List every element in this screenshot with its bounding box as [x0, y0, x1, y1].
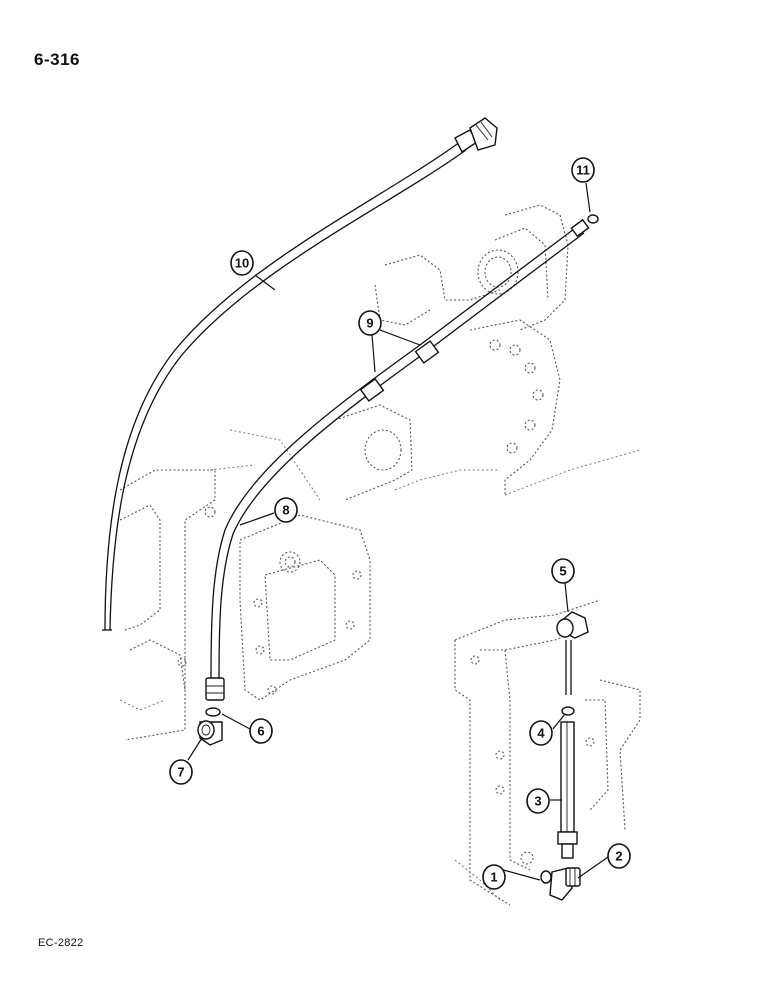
o-ring-part-1	[540, 870, 552, 884]
callout-2: 2	[607, 843, 631, 869]
elbow-fitting-part-7	[197, 720, 223, 746]
callout-10-label: 10	[235, 256, 249, 271]
callout-9-label: 9	[366, 316, 373, 331]
callout-5: 5	[551, 558, 575, 584]
callout-11: 11	[571, 157, 595, 183]
callout-1: 1	[482, 864, 506, 890]
rigid-tube-part-8	[205, 218, 590, 701]
callout-7: 7	[169, 759, 193, 785]
o-ring-part-4	[561, 706, 575, 716]
callout-4-label: 4	[537, 726, 545, 741]
callout-6: 6	[249, 718, 273, 744]
leader-lines	[187, 182, 609, 881]
elbow-fitting-part-5	[556, 611, 589, 695]
callout-2-label: 2	[615, 849, 622, 864]
callout-1-label: 1	[490, 870, 497, 885]
figure-code: EC-2822	[38, 937, 84, 949]
callout-11-label: 11	[576, 163, 590, 178]
callout-7-label: 7	[177, 765, 184, 780]
page-number: 6-316	[34, 50, 80, 69]
callout-10: 10	[230, 250, 254, 276]
elbow-fitting-part-2	[549, 867, 581, 901]
callout-8: 8	[274, 497, 298, 523]
callout-5-label: 5	[559, 564, 566, 579]
callout-4: 4	[529, 720, 553, 746]
callout-6-label: 6	[257, 724, 264, 739]
lower-housing-outline	[454, 599, 641, 906]
o-ring-part-6	[205, 707, 221, 717]
callout-9: 9	[358, 310, 382, 336]
tube-part-3	[557, 721, 578, 859]
flexible-tube-part-10	[102, 117, 498, 631]
callout-3-label: 3	[534, 794, 541, 809]
main-housing-outline	[119, 204, 641, 741]
o-ring-part-11	[587, 214, 599, 224]
callout-3: 3	[526, 788, 550, 814]
callout-8-label: 8	[282, 503, 289, 518]
